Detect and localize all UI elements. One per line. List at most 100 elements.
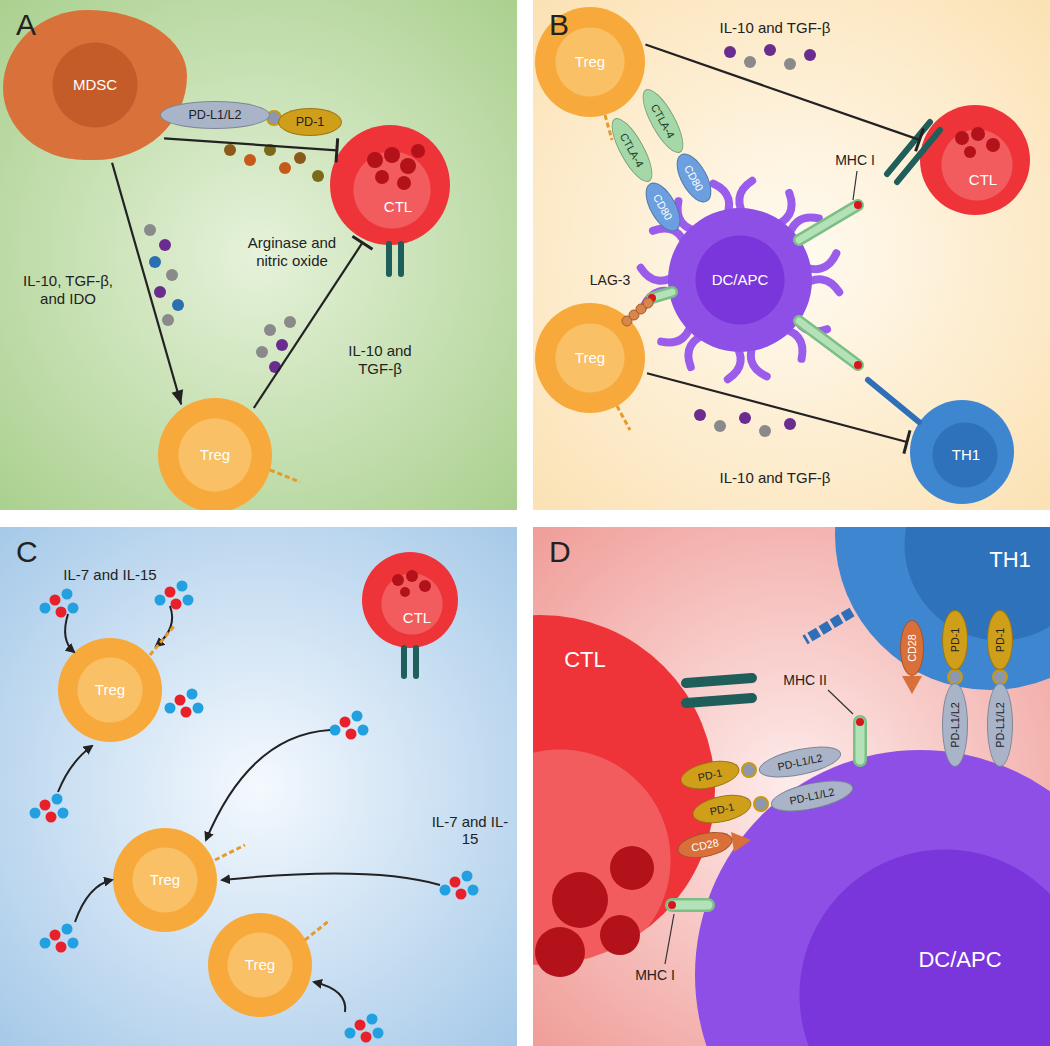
granule [397, 176, 411, 190]
cytokine-dot [330, 725, 341, 736]
inhibition-bar [336, 138, 338, 162]
cytokine-dot [276, 339, 288, 351]
edge-label: IL-10 and TGF-β [690, 19, 860, 37]
cytokine-dot [784, 418, 796, 430]
panel-letter: A [16, 8, 36, 41]
cell-name: Treg [575, 350, 605, 367]
cytokine-dot [187, 689, 198, 700]
annotation: MHC I [627, 965, 683, 985]
cell-name: Treg [575, 54, 605, 71]
granule [535, 927, 585, 977]
treg-receptor [617, 406, 630, 430]
cytokine-dot [784, 58, 796, 70]
annotation: IL-7 and IL-15 [430, 810, 510, 850]
treg-receptor [150, 625, 175, 655]
treg-receptor [215, 845, 245, 860]
arrowhead [172, 389, 184, 404]
connector-line [112, 163, 181, 405]
t-cell-receptor [401, 648, 407, 676]
cell-name: Treg [200, 447, 230, 464]
t-cell-receptor [398, 244, 404, 274]
cytokine-dot [56, 942, 67, 953]
t-cell-receptor [686, 698, 752, 703]
cytokine-dot [345, 1028, 356, 1039]
leader-line [853, 171, 857, 200]
granule [375, 170, 389, 184]
cytokine-dot [172, 299, 184, 311]
ctl-cell: CTL [330, 125, 450, 245]
annotation: LAG-3 [582, 270, 638, 290]
cytokine-dot [367, 1014, 378, 1025]
cytokine-dot [694, 409, 706, 421]
cytokine-dot [149, 256, 161, 268]
cytokine-dot [30, 808, 41, 819]
granule [384, 147, 400, 163]
molecule-label: PD-1 [942, 610, 968, 670]
molecule-label: PD-1 [278, 108, 342, 136]
peptide [854, 361, 862, 369]
cytokine-dot [68, 938, 79, 949]
granule [610, 846, 654, 890]
cell-name: CTL [384, 199, 412, 216]
cytokine-dot [58, 808, 69, 819]
mhc-molecule [853, 722, 867, 760]
cytokine-dot [346, 729, 357, 740]
cytokine-dot [159, 239, 171, 251]
granule [552, 872, 608, 928]
binding-site [742, 763, 756, 777]
inhibition-connector [645, 45, 923, 152]
cytokine-dot [171, 599, 182, 610]
cytokine-dot [183, 595, 194, 606]
molecule-label: PD-L1/L2 [987, 683, 1013, 767]
granule [600, 915, 640, 955]
cytokine-arrow [314, 982, 345, 1012]
granule [411, 144, 425, 158]
cytokine-dot [165, 587, 176, 598]
mhc-molecule [672, 898, 708, 912]
inhibition-connector [112, 163, 183, 405]
cytokine-dot [155, 595, 166, 606]
cytokine-dot [40, 603, 51, 614]
treg-cell: Treg [158, 398, 272, 510]
leader-line [828, 690, 853, 714]
molecule-label: CD28 [900, 620, 924, 676]
binding-site [754, 797, 768, 811]
edge-label: IL-10 and TGF-β [330, 342, 430, 378]
granule [367, 152, 383, 168]
panel-letter: D [549, 535, 571, 568]
t-cell-receptor [686, 678, 752, 683]
cytokine-dot [224, 144, 236, 156]
panel-background [533, 0, 1050, 510]
cytokine-dot [468, 885, 479, 896]
granule [971, 127, 985, 141]
cytokine-dot [177, 581, 188, 592]
cell-name: DC/APC [918, 948, 1001, 972]
cytokine-arrow [222, 874, 440, 885]
granule [419, 580, 431, 592]
molecule-label: PD-L1/L2 [942, 683, 968, 767]
cytokine-dot [714, 420, 726, 432]
cytokine-dot [154, 286, 166, 298]
cell-name: CTL [564, 648, 606, 672]
cytokine-dot [759, 425, 771, 437]
cytokine-dot [144, 224, 156, 236]
ctl-cell: CTL [920, 105, 1030, 215]
cytokine-dot [166, 269, 178, 281]
cytokine-dot [355, 1020, 366, 1031]
inhibition-bar [916, 129, 924, 152]
cytokine-dot [244, 154, 256, 166]
granule [392, 574, 404, 586]
mhc-molecule [799, 205, 858, 240]
cytokine-dot [352, 711, 363, 722]
dendritic-cell: DC/APC [695, 750, 1050, 1046]
mhc-molecule [856, 722, 865, 760]
th1-receptor [868, 380, 919, 422]
cytokine-dot [804, 49, 816, 61]
cytokine-dot [358, 725, 369, 736]
cd28-tip [902, 676, 922, 694]
cell-name: DC/APC [712, 272, 769, 289]
